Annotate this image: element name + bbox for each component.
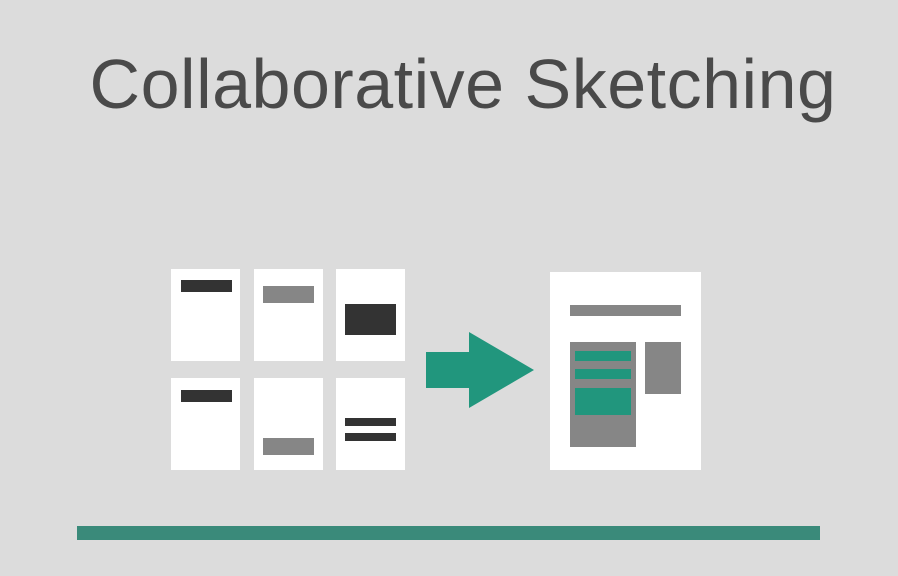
sketch-card-6 bbox=[336, 378, 405, 470]
right-arrow-icon bbox=[426, 332, 534, 408]
combined-side-panel bbox=[645, 342, 681, 394]
combined-sketch-card bbox=[550, 272, 701, 470]
combined-content-block bbox=[575, 388, 631, 415]
sketch-line-block bbox=[345, 418, 396, 426]
combined-line-block bbox=[575, 369, 631, 379]
sketch-header-block bbox=[181, 280, 232, 292]
page-title: Collaborative Sketching bbox=[89, 45, 837, 123]
sketch-footer-block bbox=[263, 438, 314, 455]
bottom-accent-bar bbox=[77, 526, 820, 540]
sketch-image-block bbox=[345, 304, 396, 335]
sketch-card-2 bbox=[254, 269, 323, 361]
sketch-card-3 bbox=[336, 269, 405, 361]
combined-title-bar bbox=[570, 305, 681, 316]
combined-line-block bbox=[575, 351, 631, 361]
sketch-header-block bbox=[181, 390, 232, 402]
sketch-header-block bbox=[263, 286, 314, 303]
sketch-card-5 bbox=[254, 378, 323, 470]
sketch-card-4 bbox=[171, 378, 240, 470]
sketch-line-block bbox=[345, 433, 396, 441]
sketch-card-1 bbox=[171, 269, 240, 361]
